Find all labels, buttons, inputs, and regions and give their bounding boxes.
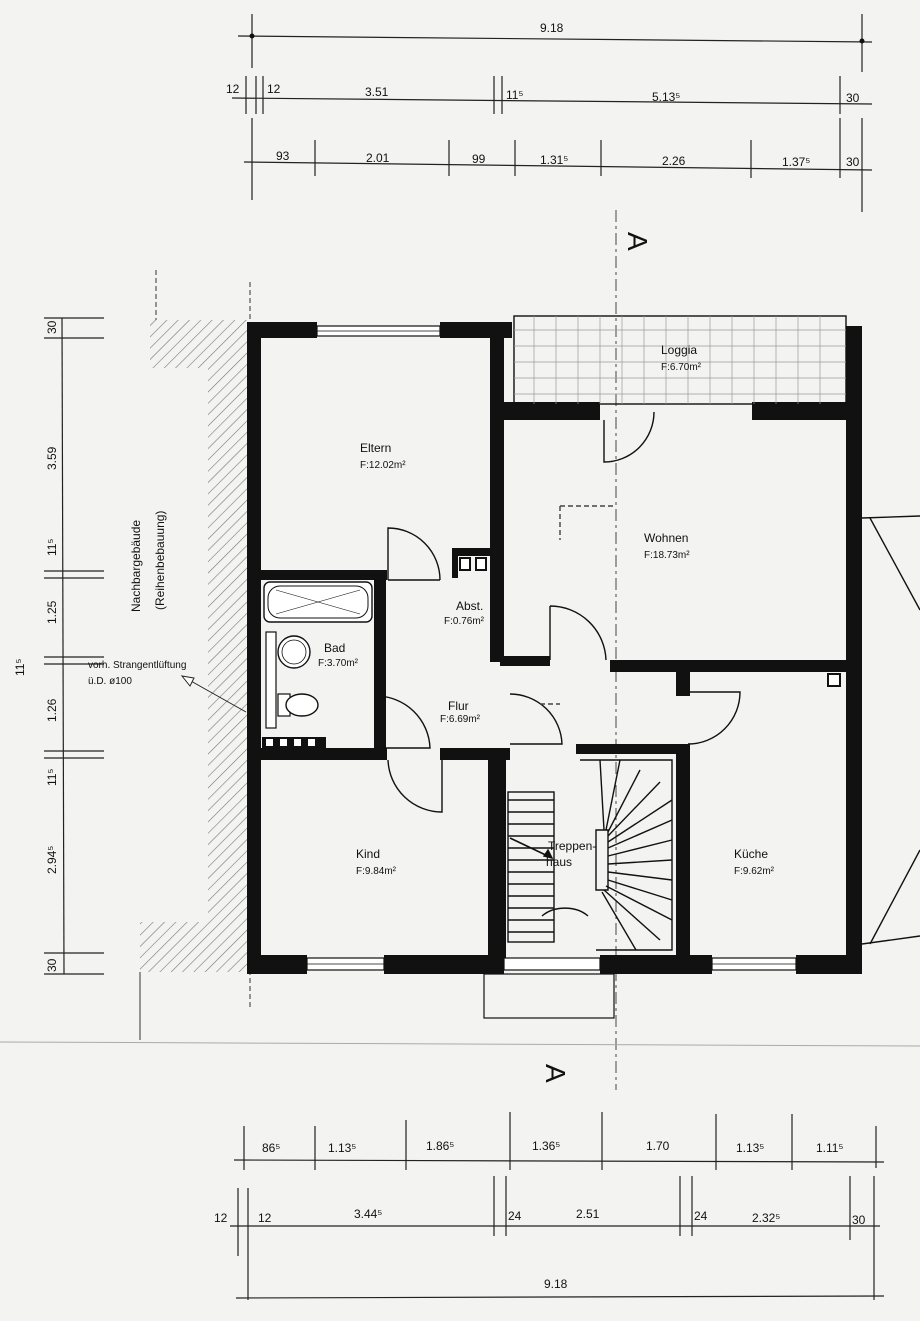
entrance-step: [483, 973, 615, 1019]
ventilation-note-2: ü.D. ø100: [88, 676, 132, 687]
left-dim-b: 3.59: [45, 446, 59, 470]
bottom-dim-2-d: 24: [508, 1209, 522, 1223]
room-kind-name: Kind: [356, 847, 380, 861]
room-flur-name: Flur: [448, 699, 469, 713]
bottom-dim-1-e: 1.70: [646, 1139, 670, 1153]
bottom-dim-1-b: 1.13⁵: [328, 1141, 356, 1155]
bottom-dim-2-f: 24: [694, 1209, 708, 1223]
room-wohnen-name: Wohnen: [644, 531, 688, 545]
windows: [306, 325, 797, 971]
top-dim-3-f: 1.37⁵: [782, 155, 810, 169]
walls: [247, 322, 862, 974]
room-bad-name: Bad: [324, 641, 345, 655]
top-dim-3-d: 1.31⁵: [540, 153, 568, 167]
top-dim-3-g: 30: [846, 155, 860, 169]
left-dim-a: 30: [45, 320, 59, 334]
bottom-dimension-lines: 86⁵ 1.13⁵ 1.86⁵ 1.36⁵ 1.70 1.13⁵ 1.11⁵ 1…: [214, 1112, 885, 1300]
left-dim-f: 1.26: [45, 698, 59, 722]
ventilation-note-1: vorh. Strangentlüftung: [88, 660, 186, 671]
left-dim-c: 11⁵: [45, 539, 59, 556]
room-kueche-area: F:9.62m²: [734, 866, 775, 877]
loggia: [513, 315, 847, 405]
left-dim-i: 30: [45, 958, 59, 972]
bottom-dim-2-g: 2.32⁵: [752, 1211, 780, 1225]
staircase: [507, 759, 673, 951]
left-dim-g: 11⁵: [45, 769, 59, 786]
top-dim-total: 9.18: [540, 21, 564, 35]
bottom-dim-2-c: 3.44⁵: [354, 1207, 382, 1221]
room-loggia-name: Loggia: [661, 343, 697, 357]
room-treppe-name-1: Treppen-: [548, 839, 596, 853]
top-dim-3-a: 93: [276, 149, 290, 163]
neighbour-wall-hatch: [140, 320, 248, 972]
washbasin: [265, 631, 311, 729]
vent-squares: [266, 557, 841, 746]
room-abst-name: Abst.: [456, 599, 483, 613]
room-labels: Loggia F:6.70m² Eltern F:12.02m² Wohnen …: [318, 343, 775, 877]
room-kind-area: F:9.84m²: [356, 866, 397, 877]
room-kueche-name: Küche: [734, 847, 768, 861]
room-wohnen-area: F:18.73m²: [644, 550, 690, 561]
bottom-dim-2-h: 30: [852, 1213, 866, 1227]
bottom-dim-2-a: 12: [214, 1211, 228, 1225]
page-fold-line: [0, 1041, 920, 1047]
room-flur-area: F:6.69m²: [440, 714, 481, 725]
ventilation-leader: [181, 675, 247, 713]
bottom-dim-2-b: 12: [258, 1211, 272, 1225]
bathtub: [263, 581, 373, 623]
bottom-dim-1-d: 1.36⁵: [532, 1139, 560, 1153]
bottom-dim-total: 9.18: [544, 1277, 568, 1291]
room-bad-area: F:3.70m²: [318, 658, 359, 669]
left-dim-d: 1.25: [45, 600, 59, 624]
doors: [375, 411, 741, 813]
room-abst-area: F:0.76m²: [444, 616, 485, 627]
top-dim-3-b: 2.01: [366, 151, 390, 165]
bottom-dim-1-f: 1.13⁵: [736, 1141, 764, 1155]
toilet: [277, 693, 319, 717]
top-dim-2-a: 12: [226, 82, 240, 96]
neighbour-label-1: Nachbargebäude: [129, 520, 143, 612]
room-treppe-name-2: haus: [546, 855, 572, 869]
section-marker-bottom: A: [540, 1064, 571, 1083]
top-dim-3-e: 2.26: [662, 154, 686, 168]
section-marker-top: A: [622, 232, 653, 251]
left-dimension-lines: 30 3.59 11⁵ 1.25 11⁵ 1.26 11⁵ 2.94⁵ 30: [13, 317, 104, 975]
right-balcony-lines: [861, 515, 920, 945]
top-dim-2-b: 12: [267, 82, 281, 96]
neighbour-label-2: (Reihenbebauung): [153, 511, 167, 610]
room-loggia-area: F:6.70m²: [661, 362, 702, 373]
room-eltern-area: F:12.02m²: [360, 460, 406, 471]
room-eltern-name: Eltern: [360, 441, 391, 455]
bottom-dim-2-e: 2.51: [576, 1207, 600, 1221]
left-dim-h: 2.94⁵: [45, 846, 59, 874]
top-dimension-lines: 9.18 12 12 3.51 11⁵ 5.13⁵ 30 93 2.01 99 …: [226, 14, 873, 212]
top-dim-2-d: 11⁵: [506, 88, 523, 102]
top-dim-2-c: 3.51: [365, 85, 389, 99]
bottom-dim-1-g: 1.11⁵: [816, 1141, 843, 1155]
bottom-dim-1-a: 86⁵: [262, 1141, 280, 1155]
top-dim-3-c: 99: [472, 152, 486, 166]
top-dim-2-f: 30: [846, 91, 860, 105]
top-dim-2-e: 5.13⁵: [652, 90, 680, 104]
left-dim-e: 11⁵: [13, 659, 27, 676]
bottom-dim-1-c: 1.86⁵: [426, 1139, 454, 1153]
